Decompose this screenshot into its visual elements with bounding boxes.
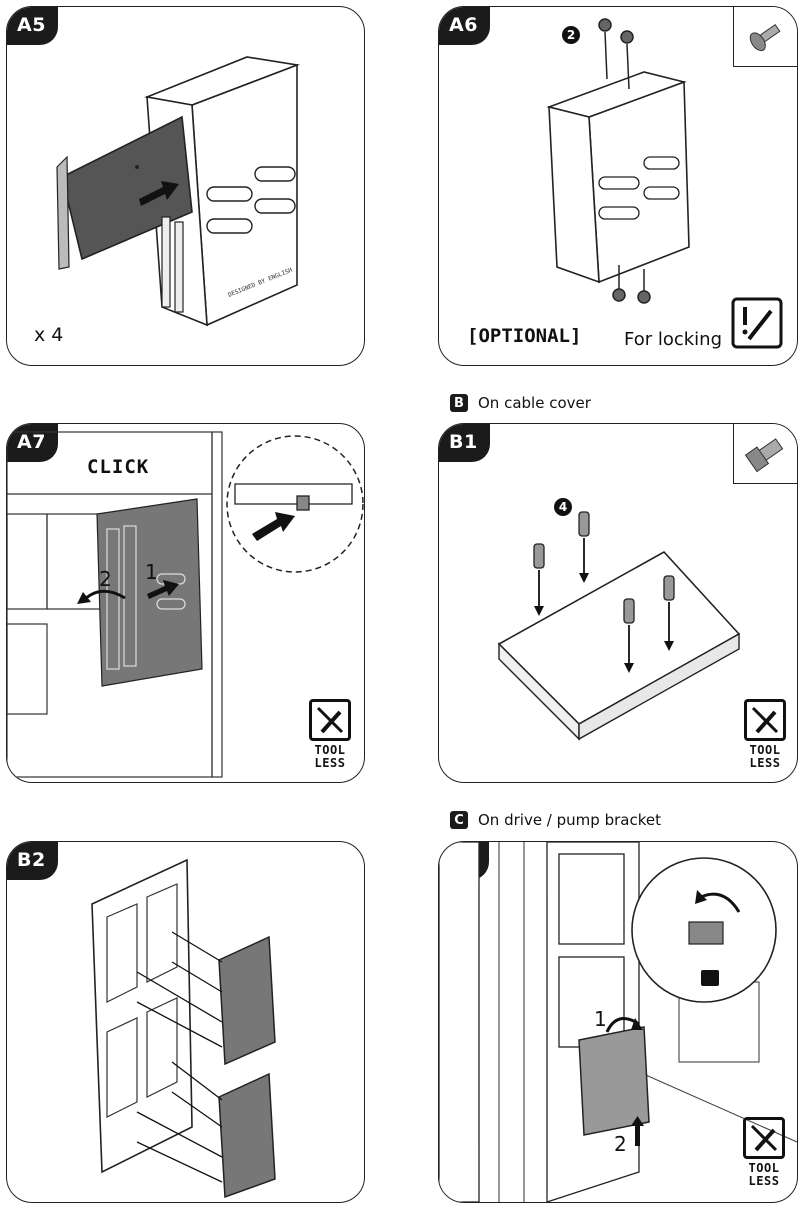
panel-c1: C1 1 2 TOOL LESS <box>438 841 798 1203</box>
locking-label: For locking <box>624 329 723 350</box>
step-1-label: 1 <box>145 560 158 584</box>
screw-icon <box>749 23 781 52</box>
panel-tag: A6 <box>439 7 490 45</box>
optional-label: [OPTIONAL] <box>467 325 582 347</box>
cable-cover-hdd-illustration <box>91 858 276 1199</box>
click-label: CLICK <box>87 456 150 478</box>
panel-tag: A7 <box>7 424 58 462</box>
toolless-badge: TOOL LESS <box>740 699 790 770</box>
toolless-line2: LESS <box>748 1174 780 1188</box>
toolless-line1: TOOL <box>748 1161 780 1175</box>
toolless-icon <box>743 1117 785 1159</box>
toolless-badge: TOOL LESS <box>305 699 355 770</box>
section-c-heading: C On drive / pump bracket <box>450 811 661 829</box>
toolless-icon <box>309 699 351 741</box>
screw-count-badge: 2 <box>562 26 580 44</box>
case-interior-illustration <box>7 431 364 778</box>
step-2-label: 2 <box>614 1132 627 1156</box>
screwdriver-warning-icon <box>731 297 783 349</box>
thumbscrew-icon <box>744 438 784 473</box>
thumbscrew-icon-box <box>733 424 797 484</box>
quantity-label: x 4 <box>34 324 64 346</box>
drive-cage-illustration: DESIGNED BY ENGLISH <box>56 56 301 327</box>
pump-bracket-illustration <box>439 842 797 1202</box>
toolless-line2: LESS <box>314 756 346 770</box>
panel-tag: A5 <box>7 7 58 45</box>
toolless-badge: TOOL LESS <box>739 1117 789 1188</box>
section-b-heading: B On cable cover <box>450 394 591 412</box>
section-b-label: On cable cover <box>478 394 591 412</box>
panel-a7: A7 CLICK 1 2 <box>6 423 365 783</box>
step-2-label: 2 <box>99 567 112 591</box>
panel-tag: B2 <box>7 842 58 880</box>
hdd-screws-illustration <box>497 511 741 741</box>
toolless-line1: TOOL <box>314 743 346 757</box>
section-b-letter: B <box>450 394 468 412</box>
section-c-letter: C <box>450 811 468 829</box>
toolless-line2: LESS <box>749 756 781 770</box>
panel-a5: A5 DESIGNED BY ENGLISH x 4 <box>6 6 365 366</box>
screw-icon-box <box>733 7 797 67</box>
drive-cage-screws-illustration <box>546 18 690 304</box>
section-c-label: On drive / pump bracket <box>478 811 661 829</box>
toolless-icon <box>744 699 786 741</box>
panel-tag: B1 <box>439 424 490 462</box>
panel-b2: B2 <box>6 841 365 1203</box>
screw-count-badge: 4 <box>554 498 572 516</box>
toolless-line1: TOOL <box>749 743 781 757</box>
step-1-label: 1 <box>594 1007 607 1031</box>
panel-b1: B1 4 <box>438 423 798 783</box>
panel-a6: A6 <box>438 6 798 366</box>
